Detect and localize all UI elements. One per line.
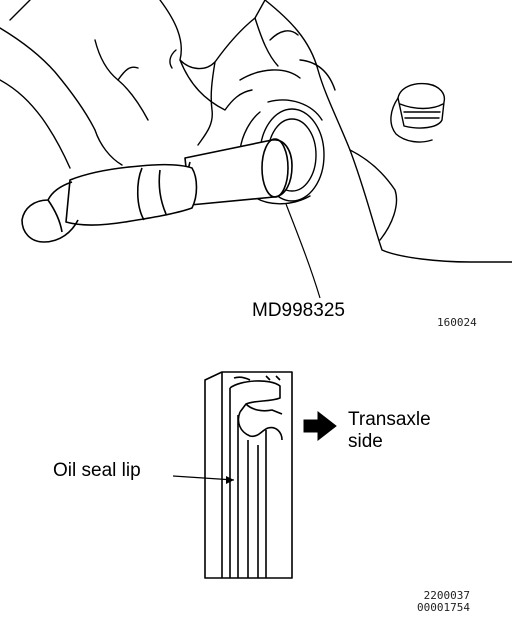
hammer-icon (21, 163, 198, 243)
housing-drawing (0, 0, 512, 263)
figure2-code-line2: 00001754 (417, 601, 470, 614)
direction-label-line2: side (348, 431, 383, 452)
lip-leader-line (172, 475, 235, 481)
direction-label-line1: Transaxle (348, 409, 431, 430)
lip-leader-arrowhead (226, 476, 234, 484)
oil-seal-cross-section-icon (204, 371, 293, 579)
direction-arrow-icon (303, 410, 337, 442)
oil-seal-lip-label: Oil seal lip (53, 460, 141, 481)
tool-part-number: MD998325 (252, 300, 345, 321)
figure1-code: 160024 (437, 316, 477, 329)
tool-leader-line (285, 203, 321, 299)
figure2-code-line1: 2200037 (423, 589, 470, 602)
figure2-code: 2200037 00001754 (417, 590, 470, 614)
seal-installer-tool-icon (184, 138, 293, 206)
